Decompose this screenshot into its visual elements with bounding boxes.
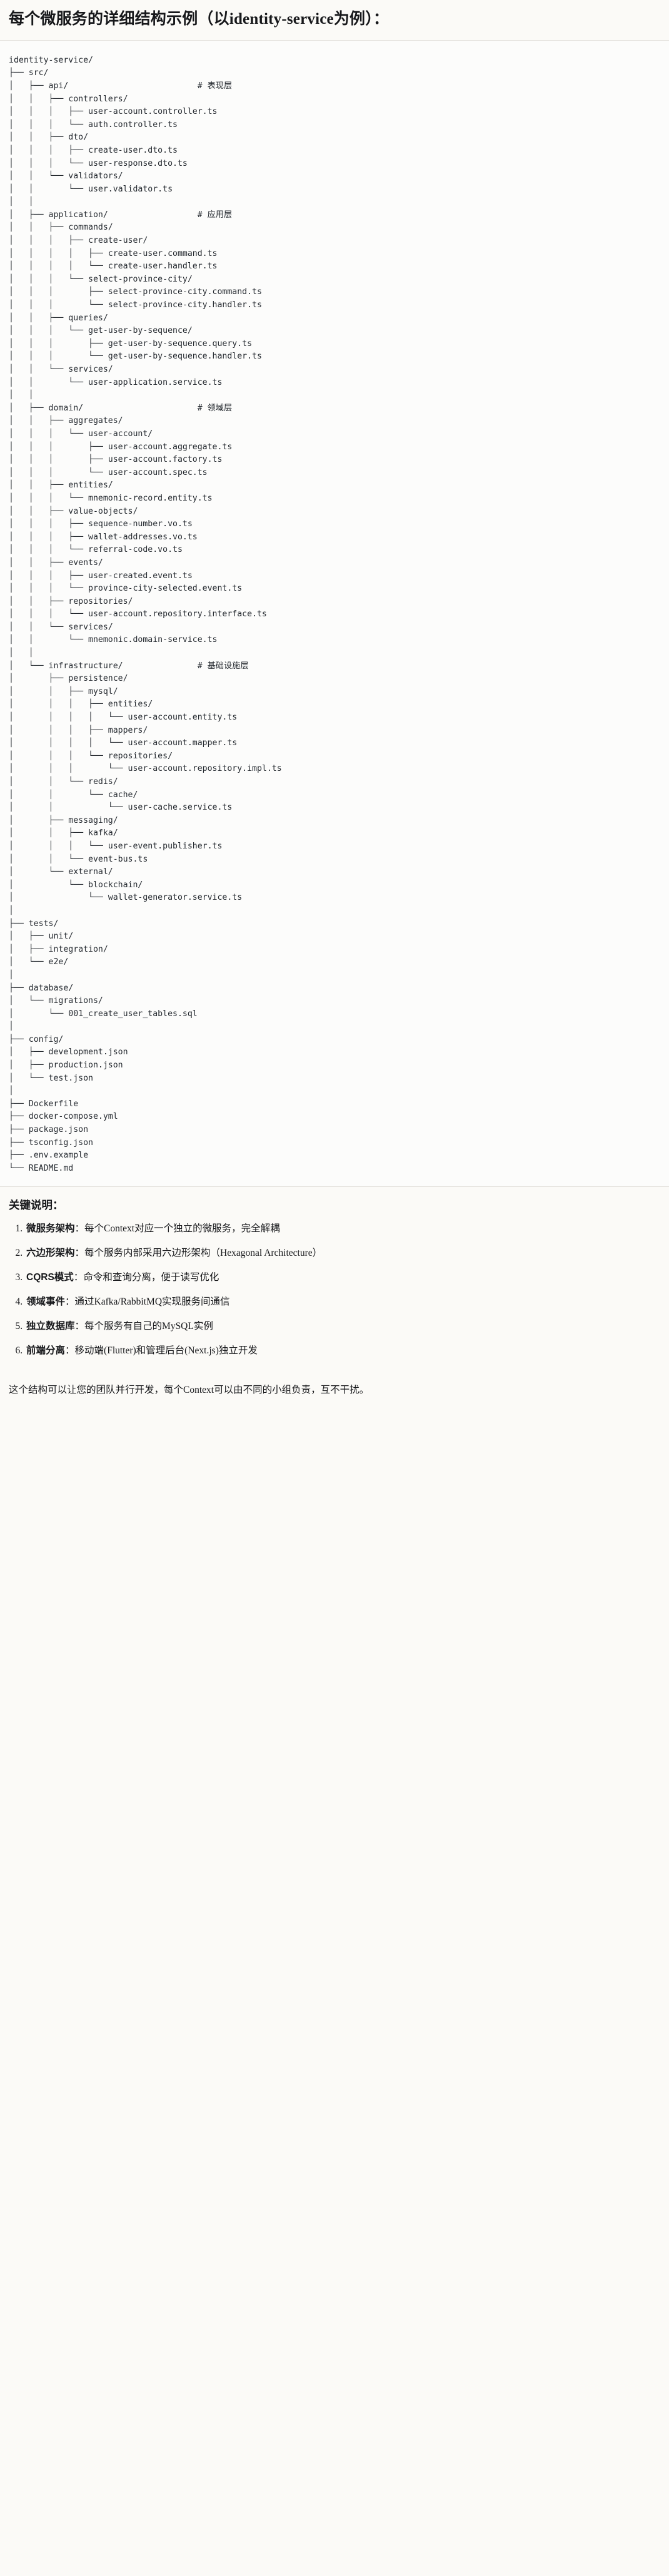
key-point-item: 六边形架构：每个服务内部采用六边形架构（Hexagonal Architectu… (25, 1246, 660, 1261)
key-point-item: 微服务架构：每个Context对应一个独立的微服务，完全解耦 (25, 1221, 660, 1236)
key-point-separator: ： (74, 1223, 85, 1235)
key-point-description: 通过Kafka/RabbitMQ实现服务间通信 (74, 1296, 230, 1308)
key-point-term: 微服务架构 (26, 1223, 75, 1235)
key-point-separator: ： (74, 1248, 85, 1259)
key-points-title: 关键说明： (9, 1199, 64, 1212)
key-point-separator: ： (65, 1296, 75, 1308)
closing-paragraph: 这个结构可以让您的团队并行开发，每个Context可以由不同的小组负责，互不干扰… (9, 1384, 370, 1395)
key-points-section: 关键说明： 微服务架构：每个Context对应一个独立的微服务，完全解耦六边形架… (0, 1187, 669, 1371)
key-point-term: 领域事件 (26, 1296, 66, 1308)
key-points-list: 微服务架构：每个Context对应一个独立的微服务，完全解耦六边形架构：每个服务… (9, 1221, 660, 1358)
heading-divider (0, 39, 669, 41)
key-point-description: 命令和查询分离，便于读写优化 (83, 1272, 219, 1283)
document-page: 每个微服务的详细结构示例（以identity-service为例）： ident… (0, 0, 669, 1412)
key-point-item: 前端分离：移动端(Flutter)和管理后台(Next.js)独立开发 (25, 1343, 660, 1358)
directory-tree-block: identity-service/ ├── src/ │ ├── api/ # … (0, 40, 669, 1187)
key-point-term: 前端分离 (26, 1345, 66, 1357)
key-point-separator: ： (65, 1345, 75, 1357)
key-point-term: 独立数据库 (26, 1321, 75, 1332)
key-point-term: CQRS模式 (26, 1272, 74, 1283)
key-point-separator: ： (73, 1272, 84, 1283)
key-point-description: 每个服务有自己的MySQL实例 (84, 1321, 213, 1332)
key-point-description: 移动端(Flutter)和管理后台(Next.js)独立开发 (74, 1345, 258, 1357)
tree-bottom-divider (0, 1186, 669, 1188)
key-point-item: 领域事件：通过Kafka/RabbitMQ实现服务间通信 (25, 1295, 660, 1310)
key-point-term: 六边形架构 (26, 1248, 75, 1259)
key-point-item: CQRS模式：命令和查询分离，便于读写优化 (25, 1270, 660, 1285)
key-point-item: 独立数据库：每个服务有自己的MySQL实例 (25, 1319, 660, 1334)
page-title: 每个微服务的详细结构示例（以identity-service为例）： (9, 11, 390, 28)
key-point-separator: ： (74, 1321, 85, 1332)
key-point-description: 每个服务内部采用六边形架构（Hexagonal Architecture） (84, 1248, 323, 1259)
directory-tree: identity-service/ ├── src/ │ ├── api/ # … (9, 54, 660, 1176)
key-point-description: 每个Context对应一个独立的微服务，完全解耦 (84, 1223, 280, 1235)
directory-tree-text: identity-service/ ├── src/ │ ├── api/ # … (9, 55, 282, 1173)
